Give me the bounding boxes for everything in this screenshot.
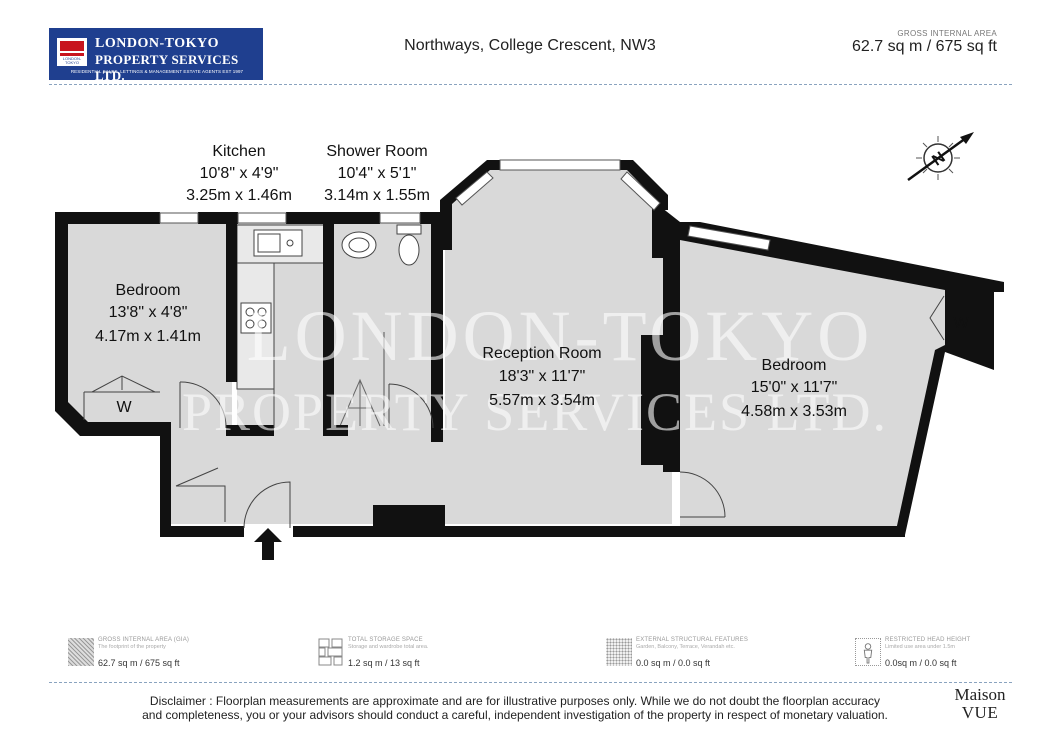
reception-floor — [445, 170, 672, 524]
agency-logo: LONDON-TOKYO LONDON-TOKYO PROPERTY SERVI… — [49, 28, 263, 83]
reception-imperial: 18'3" x 11'7" — [499, 368, 586, 385]
gross-area-label: GROSS INTERNAL AREA — [897, 29, 997, 38]
logo-house-icon: LONDON-TOKYO — [57, 38, 87, 66]
reception-metric: 5.57m x 3.54m — [489, 392, 595, 409]
entrance-arrow-icon — [254, 528, 282, 560]
door-cupboard — [175, 467, 226, 522]
kitchen-name: Kitchen — [212, 143, 265, 160]
windows — [159, 159, 771, 251]
wardrobe-doors-right — [929, 295, 945, 341]
watermark-line1: LONDON-TOKYO — [247, 296, 874, 376]
header-divider — [49, 84, 1012, 85]
door-shower — [388, 383, 434, 429]
toilet-icon — [398, 234, 420, 266]
dotted-swatch-icon — [606, 638, 632, 666]
wardrobe-doors-left — [91, 375, 156, 393]
bedroom-left-metric: 4.17m x 1.41m — [95, 328, 201, 345]
window-reception-bay — [499, 159, 621, 171]
window-bedroom-left — [159, 212, 199, 224]
person-icon — [855, 638, 881, 666]
window-shower — [379, 212, 421, 224]
bedroom-right-imperial: 15'0" x 11'7" — [751, 379, 838, 396]
toilet-cistern — [396, 224, 422, 235]
wardrobe-label-left: W — [116, 399, 132, 416]
shower-imperial: 10'4" x 5'1" — [338, 165, 417, 182]
disclaimer: Disclaimer : Floorplan measurements are … — [142, 694, 888, 722]
door-bedroom-right — [679, 471, 726, 518]
kitchen-metric: 3.25m x 1.46m — [186, 187, 292, 204]
fixtures — [236, 224, 422, 427]
compass-icon: N — [907, 132, 974, 182]
doors — [83, 295, 945, 529]
shower-metric: 3.14m x 1.55m — [324, 187, 430, 204]
kitchen-imperial: 10'8" x 4'9" — [200, 165, 279, 182]
window-kitchen — [237, 212, 287, 224]
watermark-line2: PROPERTY SERVICES LTD. — [182, 382, 888, 442]
bedroom-left-name: Bedroom — [116, 282, 181, 299]
window-bedroom-right — [687, 225, 771, 251]
logo-line2: PROPERTY SERVICES LTD. — [95, 52, 239, 83]
maison-vue-logo: Maison VUE — [954, 685, 1006, 722]
window-bay-right — [620, 171, 661, 211]
walls — [55, 160, 1004, 537]
bedroom-left-imperial: 13'8" x 4'8" — [109, 304, 188, 321]
bedroom-right-metric: 4.58m x 3.53m — [741, 403, 847, 420]
room-labels: Kitchen 10'8" x 4'9" 3.25m x 1.46m Showe… — [95, 143, 969, 420]
logo-line1: LONDON-TOKYO — [95, 36, 219, 51]
shower-name: Shower Room — [326, 143, 427, 160]
hallway-floor — [163, 430, 445, 524]
door-bedroom-left — [179, 381, 227, 429]
property-address: Northways, College Crescent, NW3 — [404, 37, 656, 54]
footer-divider — [49, 682, 1012, 683]
gross-area-value: 62.7 sq m / 675 sq ft — [852, 38, 997, 55]
hob-icon — [240, 302, 272, 334]
storage-blocks-icon — [318, 638, 343, 666]
bedroom-right-name: Bedroom — [762, 357, 827, 374]
window-bay-left — [455, 171, 494, 206]
hatch-swatch-icon — [68, 638, 94, 666]
door-entrance — [243, 481, 291, 529]
reception-name: Reception Room — [482, 345, 601, 362]
logo-tagline: RESIDENTIAL SALES, LETTINGS & MANAGEMENT… — [70, 69, 244, 74]
wardrobe-label-right: W — [953, 315, 969, 332]
